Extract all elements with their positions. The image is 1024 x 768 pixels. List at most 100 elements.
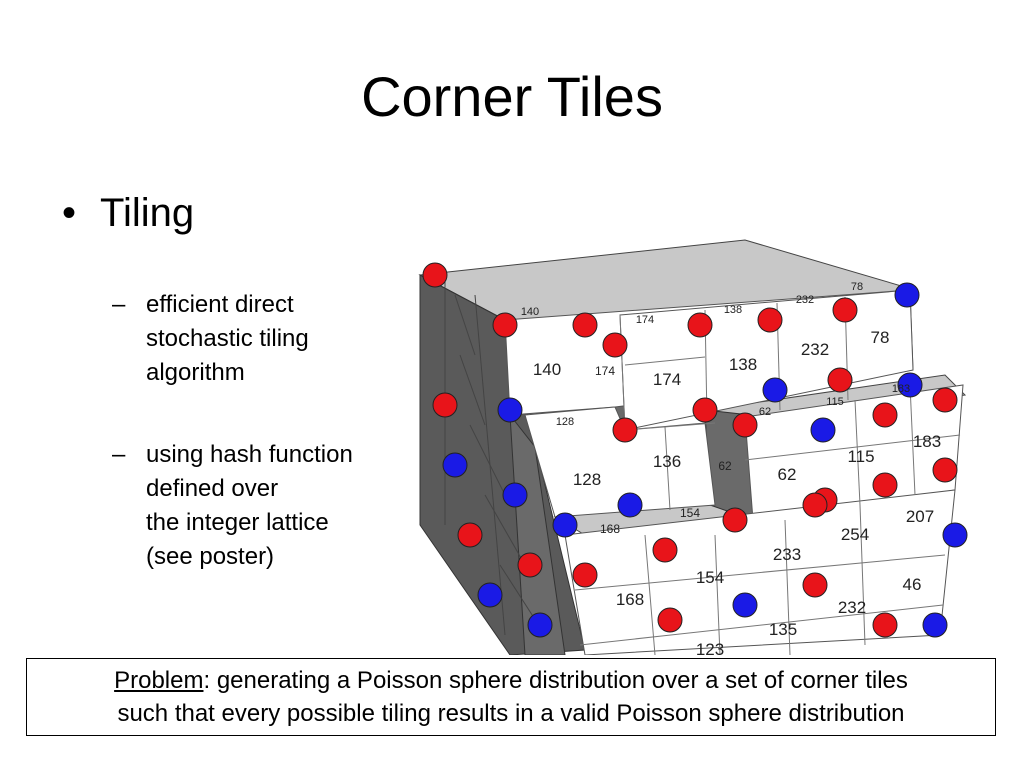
bottom-row-tile-label: 135: [769, 620, 797, 639]
tile-grid-line: [579, 604, 944, 646]
red-corner-disc: [872, 472, 898, 498]
tile-grid-line: [854, 399, 861, 506]
step-side-tile-label: 174: [595, 364, 615, 378]
sub-bullet-marker: –: [112, 441, 126, 468]
middle-row-tile-label: 115: [847, 447, 874, 466]
tile-grid-line: [644, 534, 656, 655]
sub-bullet-marker: –: [112, 291, 126, 318]
tile-grid-line: [859, 504, 866, 646]
tile-grid-line: [909, 384, 916, 496]
red-corner-disc: [602, 332, 628, 358]
blue-corner-disc: [442, 452, 468, 478]
lower-row-tile-label: 154: [696, 568, 724, 587]
bullet-tiling: • Tiling: [62, 188, 194, 238]
step-side-surface: [509, 413, 566, 655]
red-corner-disc: [457, 522, 483, 548]
tile-grid-line: [744, 434, 961, 461]
side-grid-line: [484, 494, 526, 566]
blue-corner-disc: [502, 482, 528, 508]
blue-corner-disc: [477, 582, 503, 608]
tile-grid-line: [664, 426, 671, 511]
red-corner-disc: [932, 387, 958, 413]
bottom-row-tile-label: 123: [696, 640, 724, 655]
top-surface-tile-label: 140: [521, 306, 539, 318]
callout-text-2: such that every possible tiling results …: [117, 700, 905, 727]
red-corner-disc: [492, 312, 518, 338]
red-corner-disc: [612, 417, 638, 443]
blue-corner-disc: [810, 417, 836, 443]
side-grid-line: [474, 294, 506, 636]
sub-bullet-line: defined over: [146, 475, 279, 502]
sub-bullet-line: efficient direct: [146, 291, 294, 318]
blue-corner-disc: [527, 612, 553, 638]
side-grid-line: [469, 424, 506, 496]
upper-row-tile-label: 232: [801, 340, 829, 359]
callout-line-1: Problem: generating a Poisson sphere dis…: [27, 664, 995, 697]
red-corner-disc: [432, 392, 458, 418]
red-corner-disc: [802, 572, 828, 598]
tile-grid-line: [574, 554, 946, 591]
blue-corner-disc: [732, 592, 758, 618]
middle-row-tile-label: 62: [778, 465, 797, 484]
sub-bullet-line: (see poster): [146, 543, 275, 570]
red-corner-disc: [652, 537, 678, 563]
blue-corner-disc: [894, 282, 920, 308]
blue-corner-disc: [497, 397, 523, 423]
step-side-tile-label: 62: [718, 459, 732, 473]
tiled-cube-illustration: 1401741382327812813662115183168154233254…: [418, 239, 968, 655]
blue-corner-disc: [942, 522, 968, 548]
callout-label: Problem: [114, 667, 204, 694]
upper-row-tile-label: 174: [653, 370, 681, 389]
bullet-marker: •: [62, 191, 77, 235]
step-top-tile-label: 62: [759, 406, 771, 418]
blue-corner-disc: [617, 492, 643, 518]
red-corner-disc: [572, 312, 598, 338]
side-grid-line: [454, 294, 476, 356]
step-top-tile-label: 183: [892, 383, 910, 395]
upper-row-tile-label: 140: [533, 360, 561, 379]
slide-title: Corner Tiles: [361, 65, 663, 128]
blue-corner-disc: [922, 612, 948, 638]
sub-bullet-line: using hash function: [146, 441, 353, 468]
side-grid-line: [459, 354, 486, 426]
red-corner-disc: [827, 367, 853, 393]
step-top-tile-label: 168: [600, 522, 620, 536]
lower-row-tile-label: 207: [906, 507, 934, 526]
bullet-text: Tiling: [100, 191, 195, 235]
top-surface-tile-label: 174: [636, 314, 654, 326]
sub-bullet-line: algorithm: [146, 359, 245, 386]
red-corner-disc: [757, 307, 783, 333]
middle-row-tile-label: 183: [913, 432, 941, 451]
blue-corner-disc: [897, 372, 923, 398]
middle-row-tile-label: 136: [653, 452, 681, 471]
red-corner-disc: [517, 552, 543, 578]
step-top-tile-label: 154: [680, 506, 700, 520]
bottom-row-tile-label: 46: [903, 575, 922, 594]
tile-grid-line: [624, 356, 706, 366]
red-corner-disc: [872, 612, 898, 638]
upper-row-tile-label: 138: [729, 355, 757, 374]
tile-grid-line: [624, 422, 716, 431]
sub-bullet-line: the integer lattice: [146, 509, 329, 536]
red-corner-disc: [802, 492, 828, 518]
tile-face: [524, 406, 716, 518]
red-corner-disc: [932, 457, 958, 483]
tile-grid-line: [714, 534, 721, 655]
red-corner-disc: [832, 297, 858, 323]
upper-row-tile-label: 78: [871, 328, 890, 347]
sub-bullet-line: stochastic tiling: [146, 325, 309, 352]
callout-text-1: : generating a Poisson sphere distributi…: [203, 667, 908, 694]
red-corner-disc: [422, 262, 448, 288]
red-corner-disc: [722, 507, 748, 533]
red-corner-disc: [572, 562, 598, 588]
red-corner-disc: [732, 412, 758, 438]
tile-grid-line: [784, 519, 791, 655]
step-top-tile-label: 115: [826, 396, 844, 408]
middle-row-tile-label: 128: [573, 470, 601, 489]
red-corner-disc: [687, 312, 713, 338]
bottom-row-tile-label: 232: [838, 598, 866, 617]
lower-row-tile-label: 254: [841, 525, 869, 544]
top-surface-tile-label: 138: [724, 304, 742, 316]
step-top-tile-label: 128: [556, 416, 574, 428]
